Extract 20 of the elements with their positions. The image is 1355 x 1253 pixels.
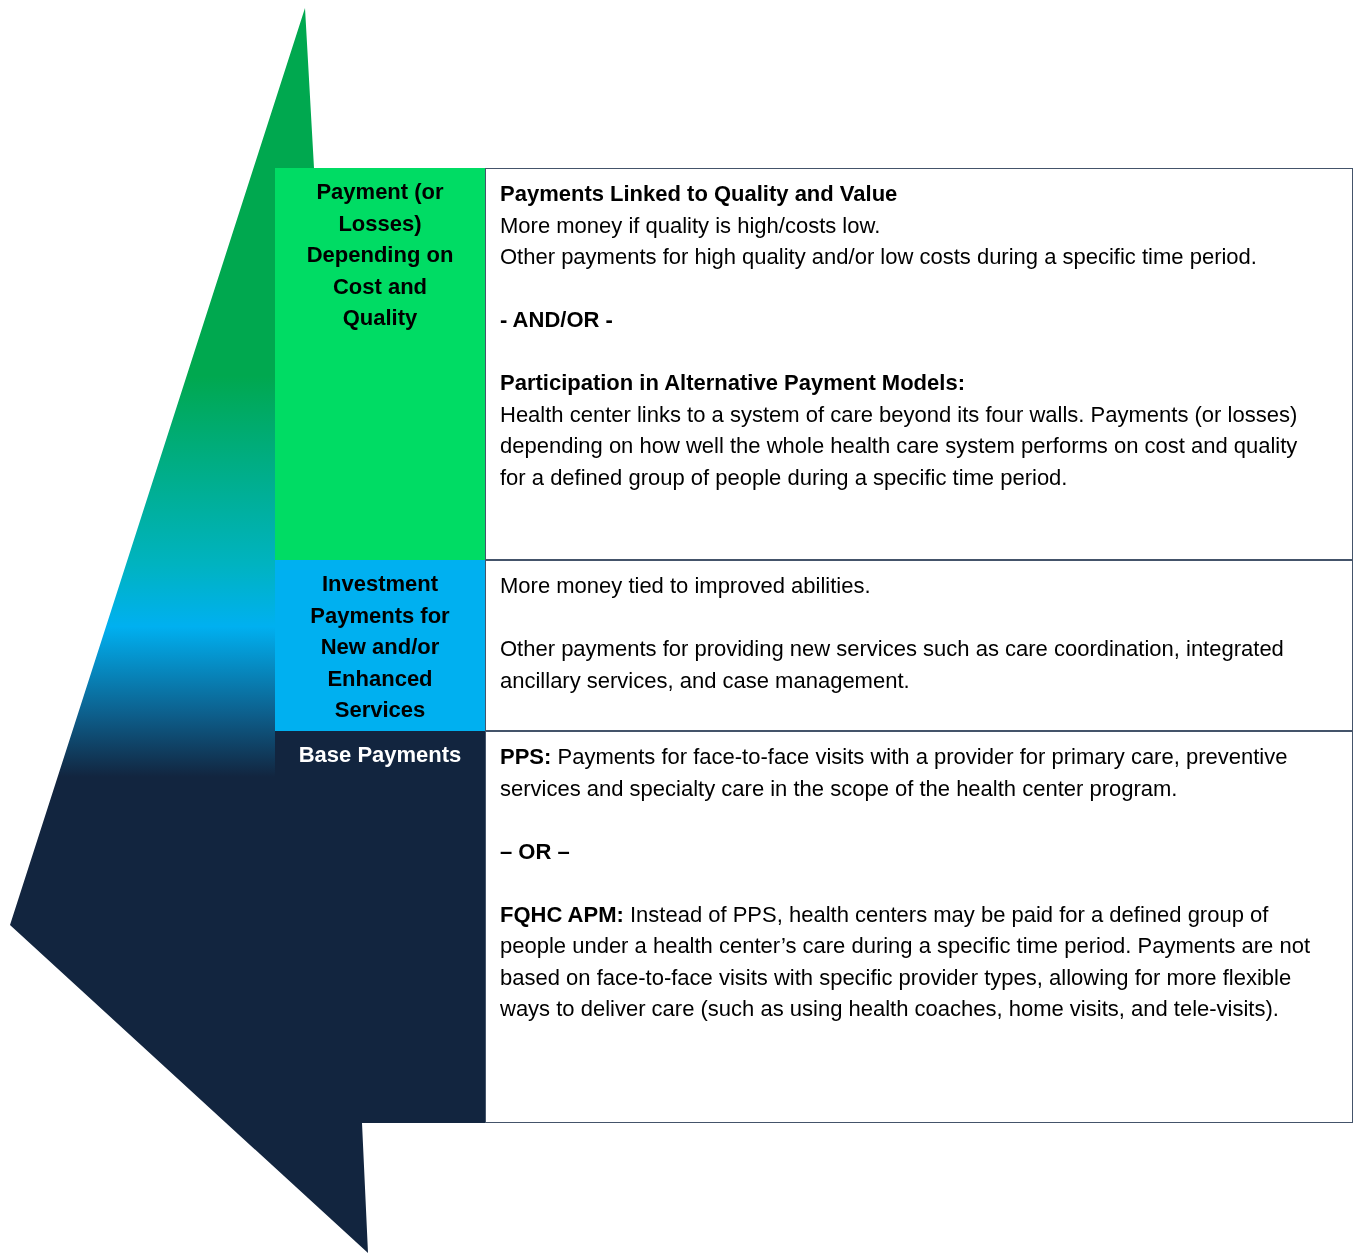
description-text: Other payments for providing new services such as care coordination, integrated ancillary services, and case management. <box>500 635 1285 695</box>
category-label: Investment Payments for New and/or Enhanced Services <box>309 570 451 724</box>
category-label: Payment (or Losses) Depending on Cost and Quality <box>305 178 455 332</box>
heading-text: – OR – <box>500 837 571 866</box>
description-text: Other payments for high quality and/or low costs during a specific time period. <box>500 243 1258 271</box>
description-cell <box>485 168 1353 560</box>
description-cell <box>485 731 1353 1123</box>
description-cell <box>485 560 1353 731</box>
heading-text: - AND/OR - <box>500 306 614 334</box>
description-text: PPS: Payments for face-to-face visits with a provider for primary care, preventive services and specialty care in the scope of the health center program. <box>500 743 1289 803</box>
category-cell <box>275 731 485 1123</box>
category-cell <box>275 168 485 560</box>
category-label: Base Payments <box>297 741 463 769</box>
description-text: FQHC APM: Instead of PPS, health centers may be paid for a defined group of people under a health center’s care during a specific time period. Payments are not based on face-to-face visits with specific provider types, allowing for more flexible ways to deliver care (such as using health coaches, home visits, and tele-visits). <box>500 900 1311 1023</box>
category-cell <box>275 560 485 731</box>
heading-text: Payments Linked to Quality and Value <box>500 180 899 208</box>
description-text: More money tied to improved abilities. <box>500 572 872 600</box>
description-text: Health center links to a system of care beyond its four walls. Payments (or losses) depending on how well the whole health care system performs on cost and quality for a defined group of people during a specific time period. <box>500 400 1299 492</box>
heading-text: Participation in Alternative Payment Models: <box>500 369 966 397</box>
description-text: More money if quality is high/costs low. <box>500 211 882 240</box>
